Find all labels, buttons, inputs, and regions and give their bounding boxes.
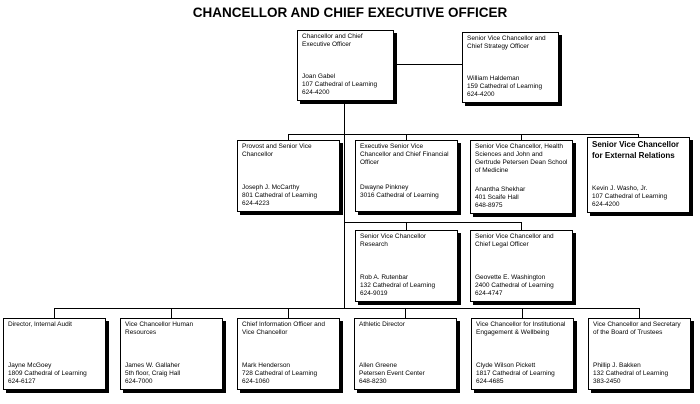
box-title: Director, Internal Audit	[8, 321, 72, 328]
box-person-name: Rob A. Rutenbar	[360, 274, 409, 281]
box-location: 5th floor, Craig Hall	[125, 370, 181, 377]
box-person-name: James W. Gallaher	[125, 362, 180, 369]
connector-drop-board	[639, 308, 640, 318]
box-location: 107 Cathedral of Learning	[302, 81, 378, 88]
box-phone: 383-2450	[593, 378, 621, 385]
box-title: Chancellor and Chief Executive Officer	[302, 33, 363, 48]
box-title: Senior Vice Chancellor for External Rela…	[592, 140, 679, 160]
box-person-name: Anantha Shekhar	[475, 186, 526, 193]
box-person-name: Joan Gabel	[302, 73, 336, 80]
box-title: Vice Chancellor Human Resources	[125, 321, 194, 336]
connector-row4-horizontal	[54, 308, 640, 309]
box-title: Senior Vice Chancellor and Chief Legal O…	[475, 233, 554, 248]
box-phone: 624-9019	[360, 290, 388, 297]
box-location: 159 Cathedral of Learning	[467, 83, 543, 90]
box-title: Senior Vice Chancellor and Chief Strateg…	[467, 35, 546, 50]
box-phone: 624-6127	[8, 378, 36, 385]
box-location: 3016 Cathedral of Learning	[360, 192, 439, 199]
box-phone: 624-4747	[475, 290, 503, 297]
box-title: Chief Information Officer and Vice Chanc…	[242, 321, 325, 336]
org-box-executive: Executive Senior Vice Chancellor and Chi…	[355, 140, 458, 212]
connector-drop-engagement	[522, 308, 523, 318]
box-phone: 624-4200	[302, 89, 330, 96]
box-phone: 624-4200	[467, 91, 495, 98]
connector-drop-external	[638, 134, 639, 137]
connector-trunk	[344, 101, 345, 309]
org-box-external: Senior Vice Chancellor for External Rela…	[587, 137, 690, 213]
org-box-board: Vice Chancellor and Secretary of the Boa…	[588, 318, 691, 390]
connector-drop-cio	[288, 308, 289, 318]
box-location: 1809 Cathedral of Learning	[8, 370, 87, 377]
org-box-research: Senior Vice Chancellor Research Rob A. R…	[355, 230, 458, 302]
box-title: Senior Vice Chancellor Research	[360, 233, 426, 248]
box-location: 107 Cathedral of Learning	[592, 193, 668, 200]
page-title: CHANCELLOR AND CHIEF EXECUTIVE OFFICER	[192, 5, 508, 20]
box-person-name: Allen Greene	[359, 362, 397, 369]
org-box-engagement: Vice Chancellor for Institutional Engage…	[471, 318, 574, 390]
box-location: 2400 Cathedral of Learning	[475, 282, 554, 289]
box-person-name: Geovette E. Washington	[475, 274, 546, 281]
box-title: Vice Chancellor for Institutional Engage…	[476, 321, 566, 336]
connector-drop-executive	[406, 134, 407, 140]
connector-drop-research	[406, 222, 407, 230]
box-title: Senior Vice Chancellor, Health Sciences …	[475, 143, 568, 174]
org-box-health: Senior Vice Chancellor, Health Sciences …	[470, 140, 573, 214]
connector-drop-legal	[521, 222, 522, 230]
box-location: 132 Cathedral of Learning	[593, 370, 669, 377]
org-box-legal: Senior Vice Chancellor and Chief Legal O…	[470, 230, 573, 302]
box-location: 1817 Cathedral of Learning	[476, 370, 555, 377]
box-location: Petersen Event Center	[359, 370, 425, 377]
org-box-audit: Director, Internal Audit Jayne McGoey 18…	[3, 318, 106, 390]
box-person-name: Phillip J. Bakken	[593, 362, 641, 369]
box-phone: 648-8230	[359, 378, 387, 385]
connector-row2-horizontal	[288, 134, 639, 135]
box-person-name: Kevin J. Washo, Jr.	[592, 185, 648, 192]
box-person-name: Mark Henderson	[242, 362, 291, 369]
box-person-name: Clyde Wilson Pickett	[476, 362, 536, 369]
box-location: 401 Scaife Hall	[475, 194, 519, 201]
box-location: 132 Cathedral of Learning	[360, 282, 436, 289]
connector-row3-horizontal	[344, 222, 522, 223]
connector-drop-health	[521, 134, 522, 140]
org-box-strategy: Senior Vice Chancellor and Chief Strateg…	[462, 32, 559, 103]
box-phone: 648-8975	[475, 202, 503, 209]
box-title: Vice Chancellor and Secretary of the Boa…	[593, 321, 681, 336]
connector-drop-audit	[54, 308, 55, 318]
box-phone: 624-4200	[592, 201, 620, 208]
box-phone: 624-4223	[242, 200, 270, 207]
org-box-hr: Vice Chancellor Human Resources James W.…	[120, 318, 223, 390]
org-box-provost: Provost and Senior Vice Chancellor Josep…	[237, 140, 340, 212]
box-phone: 624-4685	[476, 378, 504, 385]
org-box-cio: Chief Information Officer and Vice Chanc…	[237, 318, 340, 390]
connector-drop-hr	[171, 308, 172, 318]
box-person-name: Jayne McGoey	[8, 362, 52, 369]
box-location: 801 Cathedral of Learning	[242, 192, 318, 199]
connector-drop-athletics	[405, 308, 406, 318]
box-title: Athletic Director	[359, 321, 405, 328]
connector-chancellor-strategy	[394, 64, 462, 65]
org-box-chancellor: Chancellor and Chief Executive Officer J…	[297, 30, 394, 101]
connector-drop-provost	[288, 134, 289, 140]
box-phone: 624-1060	[242, 378, 270, 385]
box-person-name: Joseph J. McCarthy	[242, 184, 300, 191]
org-box-athletics: Athletic Director Allen Greene Petersen …	[354, 318, 457, 390]
box-phone	[360, 200, 453, 208]
box-title: Provost and Senior Vice Chancellor	[242, 143, 312, 158]
box-location: 728 Cathedral of Learning	[242, 370, 318, 377]
box-phone: 624-7000	[125, 378, 153, 385]
box-person-name: Dwayne Pinkney	[360, 184, 409, 191]
box-person-name: William Haldeman	[467, 75, 520, 82]
box-title: Executive Senior Vice Chancellor and Chi…	[360, 143, 449, 166]
